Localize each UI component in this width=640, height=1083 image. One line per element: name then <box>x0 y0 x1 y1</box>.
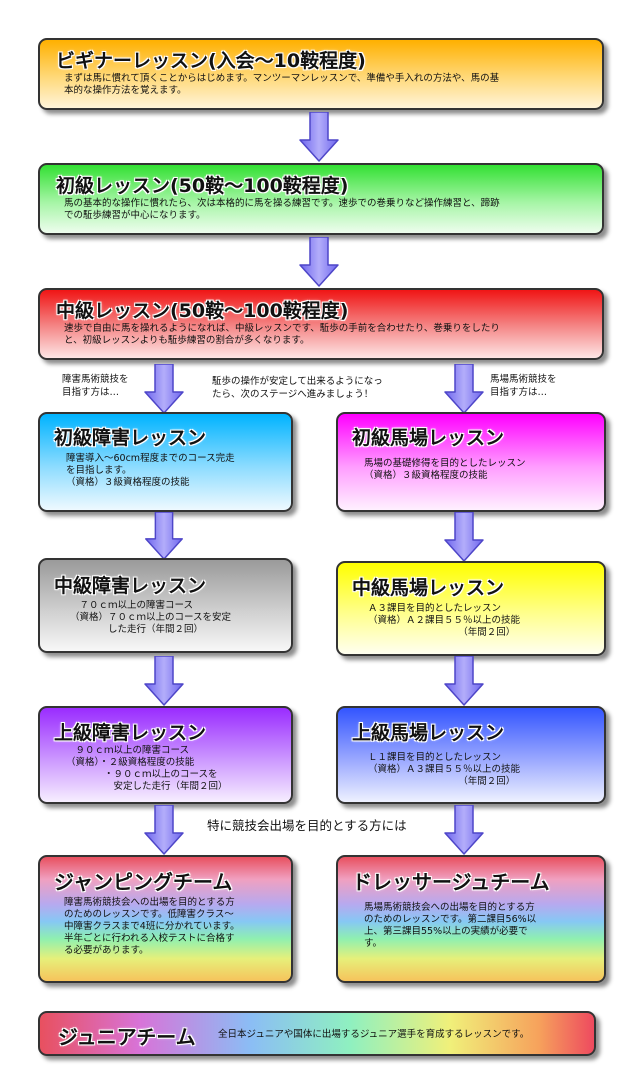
down-arrow-icon <box>299 112 339 162</box>
next-stage-note: 駈歩の操作が安定して出来るようになっ たら、次のステージへ進みましょう！ <box>212 376 383 400</box>
intermediate-dressage-title: 中級馬場レッスン <box>352 577 505 599</box>
down-arrow-icon <box>299 237 339 287</box>
dressage-path-note: 馬場馬術競技を 目指す方は… <box>490 374 557 398</box>
down-arrow-icon <box>444 805 484 855</box>
junior-team-box: ジュニアチーム 全日本ジュニアや国体に出場するジュニア選手を育成するレッスンです… <box>38 1011 596 1056</box>
down-arrow-icon <box>144 805 184 855</box>
jumping-team-title: ジャンピングチーム <box>54 870 233 894</box>
intermediate-jumping-title: 中級障害レッスン <box>54 575 207 597</box>
down-arrow-icon <box>444 364 484 414</box>
dressage-team-text: 馬場馬術競技会への出場を目的とする方 のためのレッスンです。第二課目56%以 上… <box>364 902 537 949</box>
intermediate-jumping-text: ７０ｃｍ以上の障害コース （資格）７０ｃｍ以上のコースを安定 した走行（年間２回… <box>70 600 232 635</box>
beginner-lesson-box: ビギナーレッスン(入会～10鞍程度) まずは馬に慣れて頂くことからはじめます。マ… <box>38 38 604 110</box>
advanced-jumping-title: 上級障害レッスン <box>54 722 207 744</box>
advanced-dressage-title: 上級馬場レッスン <box>352 722 505 744</box>
down-arrow-icon <box>144 656 184 706</box>
beginner-lesson-title: ビギナーレッスン(入会～10鞍程度) <box>56 50 366 72</box>
down-arrow-icon <box>444 656 484 706</box>
elementary-lesson-box: 初級レッスン(50鞍～100鞍程度) 馬の基本的な操作に慣れたら、次は本格的に馬… <box>38 163 604 235</box>
elementary-dressage-title: 初級馬場レッスン <box>352 427 505 449</box>
elementary-jumping-lesson-box: 初級障害レッスン 障害導入～60cm程度までのコース完走 を目指します。 （資格… <box>38 412 293 512</box>
jumping-path-note: 障害馬術競技を 目指す方は… <box>62 374 129 398</box>
down-arrow-icon <box>444 512 484 562</box>
elementary-dressage-lesson-box: 初級馬場レッスン 馬場の基礎修得を目的としたレッスン （資格）３級資格程度の技能 <box>336 412 606 512</box>
advanced-jumping-text: ９０ｃｍ以上の障害コース （資格）・２級資格程度の技能 ・９０ｃｍ以上のコースを… <box>66 745 228 792</box>
jumping-team-box: ジャンピングチーム 障害馬術競技会への出場を目的とする方 のためのレッスンです。… <box>38 855 293 983</box>
beginner-lesson-text: まずは馬に慣れて頂くことからはじめます。マンツーマンレッスンで、準備や手入れの方… <box>64 73 500 96</box>
jumping-team-text: 障害馬術競技会への出場を目的とする方 のためのレッスンです。低障害クラス～ 中障… <box>64 897 240 956</box>
advanced-dressage-text: Ｌ１課目を目的としたレッスン （資格）Ａ３課目５５％以上の技能 （年間２回） <box>368 752 521 787</box>
advanced-jumping-lesson-box: 上級障害レッスン ９０ｃｍ以上の障害コース （資格）・２級資格程度の技能 ・９０… <box>38 706 293 804</box>
intermediate-lesson-text: 速歩で自由に馬を操れるようになれば、中級レッスンです、駈歩の手前を合わせたり、巻… <box>64 323 500 346</box>
intermediate-dressage-text: Ａ３課目を目的としたレッスン （資格）Ａ２課目５５％以上の技能 （年間２回） <box>368 603 521 638</box>
elementary-lesson-title: 初級レッスン(50鞍～100鞍程度) <box>56 175 349 197</box>
intermediate-lesson-box: 中級レッスン(50鞍～100鞍程度) 速歩で自由に馬を操れるようになれば、中級レ… <box>38 288 604 360</box>
down-arrow-icon <box>144 512 184 560</box>
dressage-team-box: ドレッサージュチーム 馬場馬術競技会への出場を目的とする方 のためのレッスンです… <box>336 855 606 983</box>
elementary-jumping-text: 障害導入～60cm程度までのコース完走 を目指します。 （資格）３級資格程度の技… <box>66 453 235 488</box>
junior-team-text: 全日本ジュニアや国体に出場するジュニア選手を育成するレッスンです。 <box>218 1029 530 1040</box>
dressage-team-title: ドレッサージュチーム <box>352 870 550 894</box>
intermediate-lesson-title: 中級レッスン(50鞍～100鞍程度) <box>56 300 349 322</box>
elementary-dressage-text: 馬場の基礎修得を目的としたレッスン （資格）３級資格程度の技能 <box>364 458 526 481</box>
intermediate-dressage-lesson-box: 中級馬場レッスン Ａ３課目を目的としたレッスン （資格）Ａ２課目５５％以上の技能… <box>336 561 606 656</box>
elementary-lesson-text: 馬の基本的な操作に慣れたら、次は本格的に馬を操る練習です。速歩での巻乗りなど操作… <box>64 198 500 221</box>
competition-note: 特に競技会出場を目的とする方には <box>207 818 407 833</box>
elementary-jumping-title: 初級障害レッスン <box>54 427 207 449</box>
down-arrow-icon <box>144 364 184 414</box>
junior-team-title: ジュニアチーム <box>58 1025 196 1049</box>
advanced-dressage-lesson-box: 上級馬場レッスン Ｌ１課目を目的としたレッスン （資格）Ａ３課目５５％以上の技能… <box>336 706 606 804</box>
intermediate-jumping-lesson-box: 中級障害レッスン ７０ｃｍ以上の障害コース （資格）７０ｃｍ以上のコースを安定 … <box>38 558 293 653</box>
